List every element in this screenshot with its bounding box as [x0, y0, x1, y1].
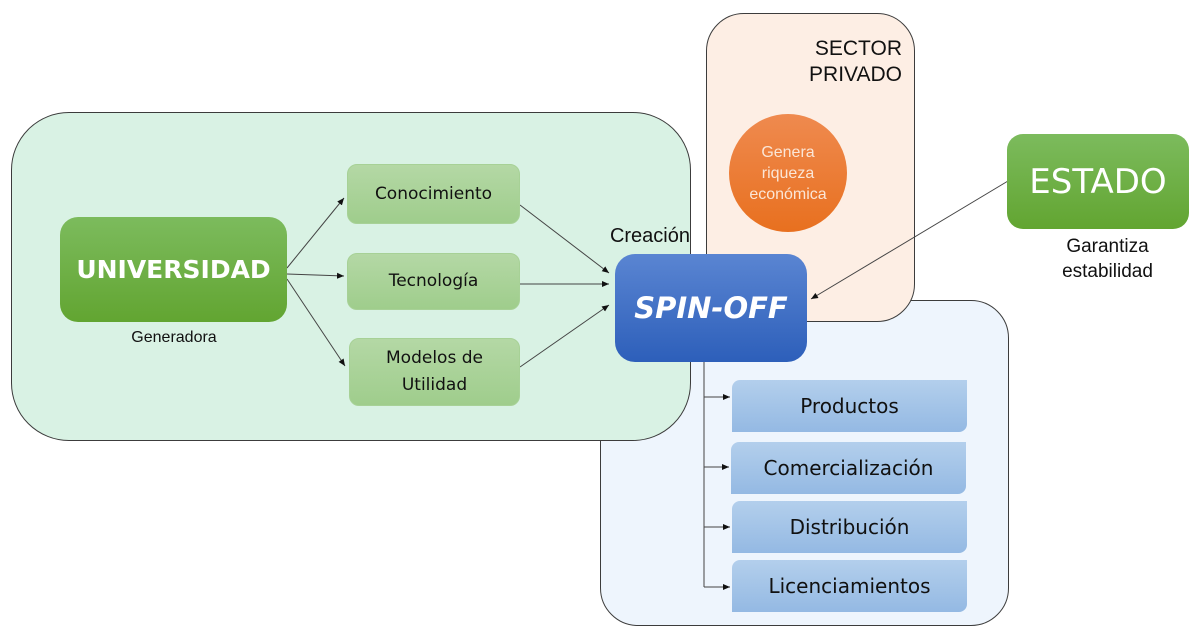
estado-node[interactable]: ESTADO	[1007, 134, 1189, 229]
genera-riqueza-circle[interactable]: Genera riqueza económica	[729, 114, 847, 232]
result-label: Licenciamientos	[768, 574, 931, 598]
output-label: Conocimiento	[374, 183, 493, 204]
result-label: Productos	[800, 394, 899, 418]
result-node-distribucion[interactable]: Distribución	[732, 501, 967, 553]
result-node-productos[interactable]: Productos	[732, 380, 967, 432]
universidad-node[interactable]: UNIVERSIDAD	[60, 217, 287, 322]
output-label-line2: Utilidad	[401, 375, 468, 395]
sector-privado-title: SECTOR PRIVADO	[760, 36, 902, 88]
arrow-modelos-spinoff	[519, 304, 610, 368]
arrow-conocimiento-spinoff	[519, 204, 610, 274]
creacion-label: Creación	[609, 225, 690, 247]
output-node-conocimiento[interactable]: Conocimiento	[347, 164, 520, 224]
arrow-estado-spinoff	[810, 180, 1009, 300]
estado-caption-line1: Garantiza	[1066, 236, 1149, 257]
output-label: Tecnología	[388, 271, 479, 291]
estado-caption: Garantiza estabilidad	[1020, 234, 1195, 284]
estado-label: ESTADO	[1029, 161, 1167, 202]
universidad-caption: Generadora	[131, 329, 217, 346]
circle-line3: económica	[749, 185, 827, 203]
result-node-comercializacion[interactable]: Comercialización	[731, 442, 966, 494]
arrow-univ-modelos	[286, 278, 346, 367]
output-node-modelos-de-utilidad[interactable]: Modelos de Utilidad	[349, 338, 520, 406]
result-node-licenciamientos[interactable]: Licenciamientos	[732, 560, 967, 612]
output-node-tecnologia[interactable]: Tecnología	[347, 253, 520, 310]
sector-title-line2: PRIVADO	[809, 63, 902, 86]
output-label-line1: Modelos de	[386, 348, 483, 368]
circle-line1: Genera	[761, 143, 815, 161]
arrow-univ-tecnologia	[286, 272, 345, 279]
result-label: Distribución	[789, 515, 910, 539]
spin-off-label: SPIN-OFF	[634, 291, 788, 325]
arrow-univ-conocimiento	[286, 197, 345, 269]
result-label: Comercialización	[763, 456, 934, 480]
spin-off-node[interactable]: SPIN-OFF	[615, 254, 807, 362]
estado-caption-line2: estabilidad	[1062, 261, 1153, 282]
sector-title-line1: SECTOR	[814, 37, 902, 60]
universidad-label: UNIVERSIDAD	[76, 255, 271, 284]
circle-line2: riqueza	[761, 164, 815, 182]
